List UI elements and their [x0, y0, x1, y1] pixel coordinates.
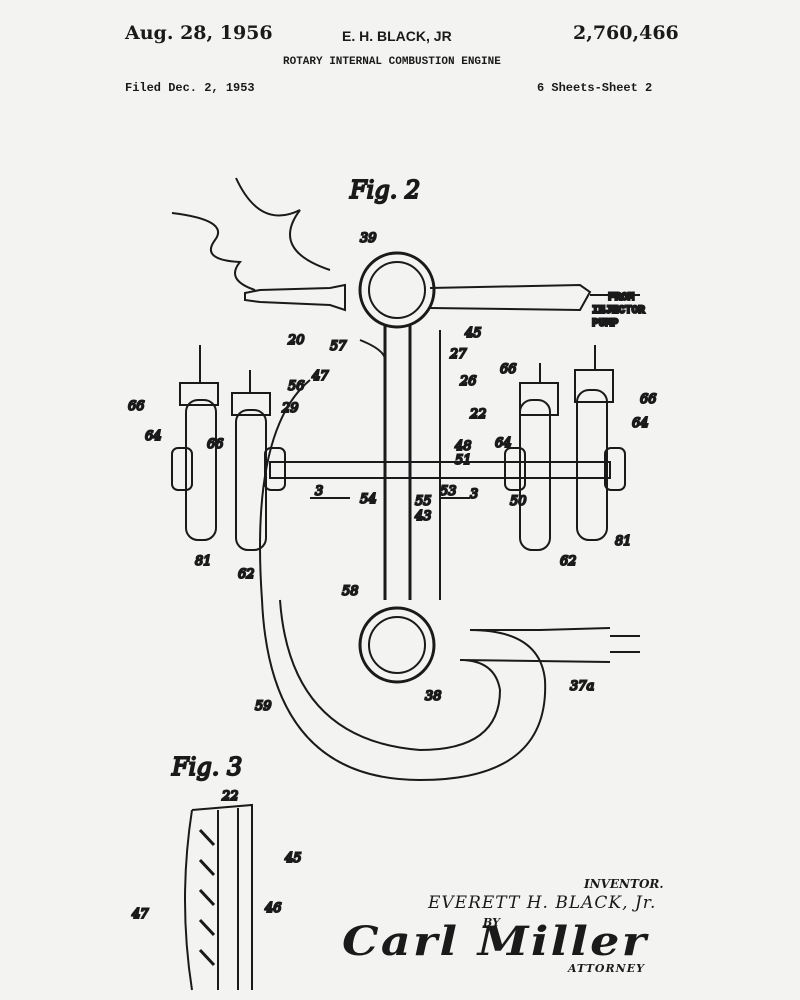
reference-numeral: 81	[195, 554, 212, 569]
reference-numeral: 48	[454, 439, 472, 454]
wire	[235, 177, 331, 271]
reference-numeral: 38	[425, 689, 442, 704]
fig3-reference-numerals: 22 45 46 47	[130, 788, 303, 923]
exhaust-pipe	[259, 379, 611, 782]
by-label: BY	[483, 916, 500, 929]
reference-numeral: 58	[342, 584, 359, 599]
injector-nozzle	[244, 283, 346, 312]
fig3-label: Fig. 3	[171, 753, 242, 781]
attorney-label: ATTORNEY	[568, 962, 645, 975]
reference-numeral: 3	[315, 484, 323, 499]
reference-numeral: 66	[128, 399, 145, 414]
sheet-count: 6 Sheets-Sheet 2	[537, 81, 653, 95]
reference-numeral: 66	[640, 392, 657, 407]
inventor-name: EVERETT H. BLACK, Jr.	[428, 893, 657, 913]
inventor-label: INVENTOR.	[584, 877, 664, 891]
patent-number: 2,760,466	[573, 22, 679, 44]
reference-numeral: 29	[281, 401, 299, 416]
reference-numeral: 51	[455, 453, 472, 468]
reference-numeral: 64	[495, 436, 512, 451]
reference-numeral: 22	[469, 407, 487, 422]
lower-chamber	[358, 606, 436, 684]
reference-numeral: 47	[131, 907, 149, 922]
injector-line	[429, 283, 592, 312]
upper-chamber-inner	[368, 261, 426, 319]
reference-numeral: 66	[207, 437, 224, 452]
reference-numeral: 22	[221, 789, 239, 804]
arrows	[610, 635, 640, 653]
attorney-signature: Carl Miller	[342, 918, 649, 965]
reference-numeral: 45	[464, 326, 482, 341]
reference-numeral: 46	[264, 901, 282, 916]
source-note-line2: INJECTOR	[592, 305, 645, 317]
reference-numeral: 57	[330, 339, 347, 354]
reference-numeral: 37a	[570, 679, 594, 694]
reference-numeral: 64	[632, 416, 649, 431]
reference-numeral: 27	[449, 347, 467, 362]
housing	[359, 330, 441, 600]
reference-numeral: 56	[288, 379, 305, 394]
reference-numeral: 43	[414, 509, 432, 524]
source-note-line3: PUMP	[592, 318, 619, 330]
reference-numeral: 47	[311, 369, 329, 384]
reference-numeral: 54	[360, 492, 377, 507]
patent-date: Aug. 28, 1956	[125, 22, 273, 44]
inventor-header: E. H. BLACK, JR	[342, 28, 452, 44]
upper-chamber	[358, 251, 436, 329]
reference-numeral: 62	[560, 554, 577, 569]
patent-title: ROTARY INTERNAL COMBUSTION ENGINE	[283, 56, 501, 68]
reference-numeral: 66	[500, 362, 517, 377]
reference-numeral: 62	[238, 567, 255, 582]
reference-numeral: 45	[284, 851, 302, 866]
left-wheels	[171, 345, 286, 551]
wire-coil	[171, 212, 256, 291]
reference-numeral: 53	[440, 484, 457, 499]
fig2-label: Fig. 2	[349, 176, 420, 204]
source-note-line1: FROM	[608, 292, 635, 304]
reference-numeral: 64	[145, 429, 162, 444]
reference-numeral: 20	[287, 333, 305, 348]
exhaust-pipe-inner	[279, 599, 611, 752]
shaft	[269, 461, 611, 479]
reference-numeral: 50	[510, 494, 527, 509]
fig3-section	[184, 803, 253, 991]
reference-numeral: 39	[360, 231, 377, 246]
reference-numeral: 55	[415, 494, 432, 509]
reference-numeral: 26	[459, 374, 477, 389]
reference-numeral: 81	[615, 534, 632, 549]
lower-chamber-inner	[368, 616, 426, 674]
reference-numeral: 3	[470, 487, 478, 502]
fig2-reference-numerals: 39 20 45 57 27 47 56 26 29 22 48 66 64 6…	[127, 230, 658, 715]
filed-date: Filed Dec. 2, 1953	[125, 81, 255, 95]
reference-numeral: 59	[255, 699, 272, 714]
right-wheels	[504, 345, 626, 551]
